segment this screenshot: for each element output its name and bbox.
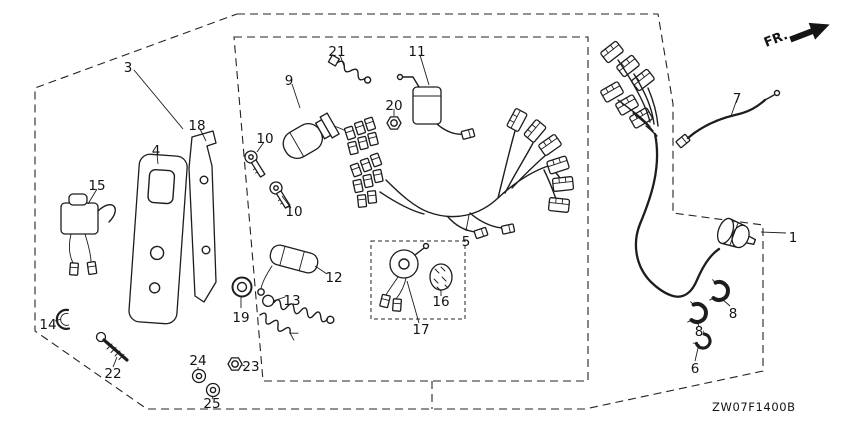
stop-switch-part bbox=[60, 193, 116, 276]
harness-connectors bbox=[349, 152, 384, 209]
callout-3: 3 bbox=[124, 60, 133, 76]
relay-part bbox=[396, 73, 476, 141]
callout-labels: 3 21 11 9 20 7 18 10 4 15 10 1 5 12 16 1… bbox=[39, 44, 797, 412]
clip-part bbox=[55, 308, 71, 330]
callout-6: 6 bbox=[691, 361, 700, 377]
callout-11: 11 bbox=[408, 44, 425, 60]
coiled-wire-part bbox=[327, 54, 372, 84]
nut-part bbox=[227, 357, 243, 371]
front-label: FR. bbox=[762, 28, 790, 51]
washer-part bbox=[205, 382, 221, 398]
callout-13: 13 bbox=[283, 293, 300, 309]
switch-part bbox=[257, 244, 319, 296]
leader-lines bbox=[54, 54, 787, 400]
terminal-block bbox=[343, 116, 379, 156]
bracket-part bbox=[188, 130, 217, 303]
callout-17: 17 bbox=[412, 322, 429, 338]
washer-part bbox=[191, 368, 207, 384]
callout-12: 12 bbox=[325, 270, 342, 286]
callout-9: 9 bbox=[285, 73, 294, 89]
callout-22: 22 bbox=[104, 366, 121, 382]
panel-plate-part bbox=[128, 153, 188, 325]
wire-harness-part bbox=[379, 107, 575, 240]
callout-10b: 10 bbox=[285, 204, 302, 220]
callout-20: 20 bbox=[385, 98, 402, 114]
combination-switch-part bbox=[282, 112, 349, 160]
callout-18: 18 bbox=[188, 118, 205, 134]
callout-8b: 8 bbox=[695, 324, 704, 340]
main-cable-assembly bbox=[599, 40, 721, 298]
callout-10: 10 bbox=[256, 131, 273, 147]
front-arrow-icon bbox=[789, 22, 830, 43]
callout-21: 21 bbox=[328, 44, 345, 60]
bolt-part bbox=[95, 331, 129, 362]
main-connector-part bbox=[716, 217, 757, 249]
switch-coil-part bbox=[259, 294, 335, 341]
callout-25: 25 bbox=[203, 396, 220, 412]
callout-5: 5 bbox=[462, 234, 471, 250]
callout-23: 23 bbox=[242, 359, 259, 375]
buzzer-part bbox=[379, 242, 430, 312]
callout-1: 1 bbox=[789, 230, 798, 246]
cord-clamps bbox=[685, 277, 732, 354]
callout-15: 15 bbox=[88, 178, 105, 194]
callout-14: 14 bbox=[39, 317, 56, 333]
grommet-part bbox=[231, 276, 253, 298]
accessory-cable-part bbox=[675, 89, 781, 149]
front-direction-indicator: FR. bbox=[762, 22, 830, 51]
callout-24: 24 bbox=[189, 353, 206, 369]
diagram-code: ZW07F1400B bbox=[712, 400, 796, 414]
nut-part bbox=[386, 116, 402, 130]
callout-7: 7 bbox=[733, 91, 742, 107]
callout-8: 8 bbox=[729, 306, 738, 322]
callout-16: 16 bbox=[432, 294, 449, 310]
cap-part bbox=[429, 263, 453, 292]
callout-19: 19 bbox=[232, 310, 249, 326]
callout-4: 4 bbox=[152, 143, 161, 159]
key-part bbox=[242, 148, 269, 180]
